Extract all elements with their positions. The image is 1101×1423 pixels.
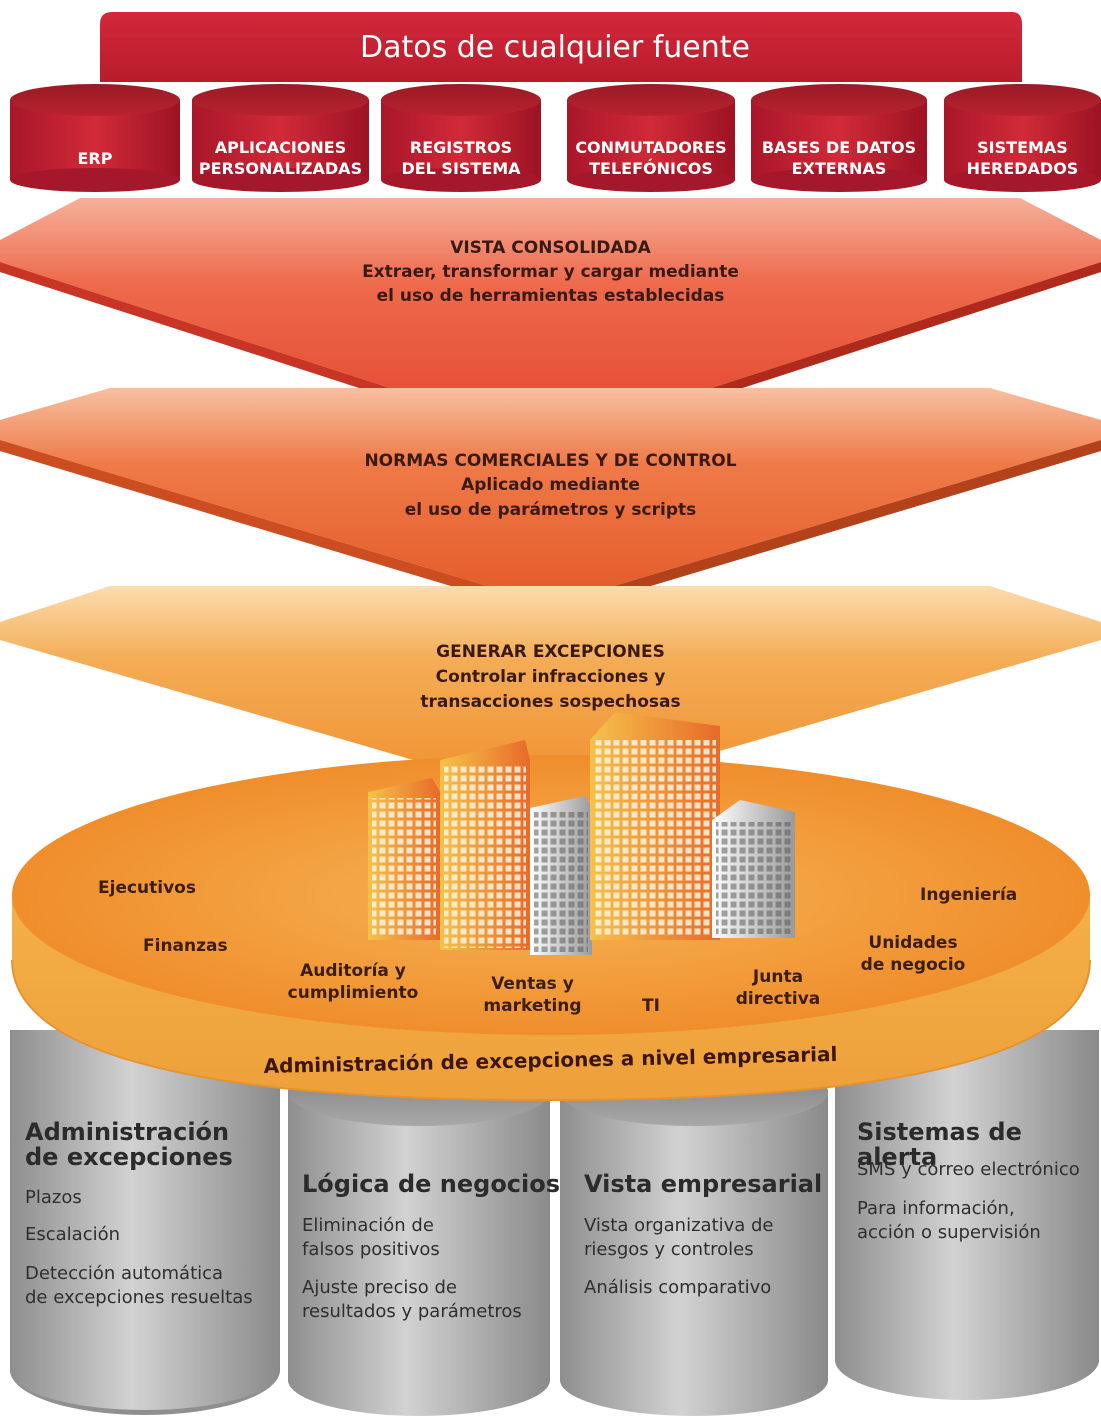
database-icon-legacy: [944, 84, 1101, 192]
pillar-4-title: Sistemas de alerta: [857, 1118, 1022, 1171]
stage-3-line1: Controlar infracciones y: [435, 667, 666, 687]
source-label-switches: CONMUTADORES TELEFÓNICOS: [575, 138, 727, 178]
banner-title: Datos de cualquier fuente: [359, 30, 750, 65]
dept-finanzas: Finanzas: [143, 936, 228, 956]
source-label-system-logs: REGISTROS DEL SISTEMA: [401, 138, 521, 178]
pillar-1-item: de excepciones resueltas: [25, 1287, 253, 1308]
stage-3-title: GENERAR EXCEPCIONES: [436, 642, 665, 662]
database-icon-switches: [567, 84, 735, 192]
dept-ejecutivos: Ejecutivos: [98, 878, 196, 898]
pillar-4-item: SMS y correo electrónico: [857, 1159, 1080, 1180]
stage-3-line2: transacciones sospechosas: [420, 692, 681, 712]
dept-unidades: Unidades de negocio: [860, 933, 966, 975]
pillar-4-item: acción o supervisión: [857, 1222, 1041, 1243]
pillar-3-item: riesgos y controles: [584, 1239, 754, 1260]
pillar-2-item: Ajuste preciso de: [302, 1277, 457, 1298]
stage-1-title: VISTA CONSOLIDADA: [450, 238, 651, 258]
database-icon-system-logs: [381, 84, 541, 192]
pillar-2-item: Eliminación de: [302, 1215, 434, 1236]
pillar-1-title-line1: Administración: [25, 1118, 230, 1146]
pillar-1-item: Plazos: [25, 1187, 82, 1208]
pillar-3-item: Vista organizativa de: [584, 1215, 774, 1236]
stage-2-title: NORMAS COMERCIALES Y DE CONTROL: [364, 451, 737, 471]
pillar-3-item: Análisis comparativo: [584, 1277, 772, 1298]
pillar-1-item: Detección automática: [25, 1263, 224, 1284]
dept-junta: Junta directiva: [735, 967, 821, 1009]
pillar-3-title: Vista empresarial: [584, 1170, 823, 1198]
pillar-2-item: resultados y parámetros: [302, 1301, 522, 1322]
stage-2-line2: el uso de parámetros y scripts: [404, 500, 697, 520]
pillar-2-title: Lógica de negocios: [302, 1170, 561, 1198]
dept-ti: TI: [642, 996, 660, 1016]
buildings-illustration: [368, 712, 795, 955]
pillar-1-item: Escalación: [25, 1224, 121, 1245]
dept-auditoria: Auditoría y cumplimiento: [287, 961, 419, 1003]
source-databases: [10, 84, 1101, 192]
pillar-4-item: Para información,: [857, 1198, 1015, 1219]
pillar-cylinder-2: [288, 1058, 550, 1416]
source-label-legacy: SISTEMAS HEREDADOS: [966, 138, 1079, 178]
stage-1-line2: el uso de herramientas establecidas: [376, 286, 725, 306]
pillar-1-title-line2: de excepciones: [25, 1143, 233, 1171]
database-icon-external-db: [751, 84, 927, 192]
stage-1-line1: Extraer, transformar y cargar mediante: [362, 262, 739, 282]
source-label-erp: ERP: [77, 149, 113, 168]
stage-2-line1: Aplicado mediante: [461, 475, 640, 495]
stage-chevron-3: [0, 586, 1101, 800]
database-icon-erp: [10, 84, 180, 192]
dept-ventas: Ventas y marketing: [483, 974, 582, 1016]
pillar-cylinder-3: [560, 1058, 828, 1416]
pillar-2-item: falsos positivos: [302, 1239, 440, 1260]
stage-chevron-2: [0, 388, 1101, 616]
database-icon-custom-apps: [192, 84, 369, 192]
dept-ingenieria: Ingeniería: [920, 885, 1018, 905]
banner: [100, 12, 1022, 82]
source-label-external-db: BASES DE DATOS EXTERNAS: [761, 138, 917, 178]
pillar-cylinder-4: [835, 1030, 1099, 1400]
source-label-custom-apps: APLICACIONES PERSONALIZADAS: [198, 138, 363, 178]
pillar-cylinder-1: [10, 1030, 280, 1415]
